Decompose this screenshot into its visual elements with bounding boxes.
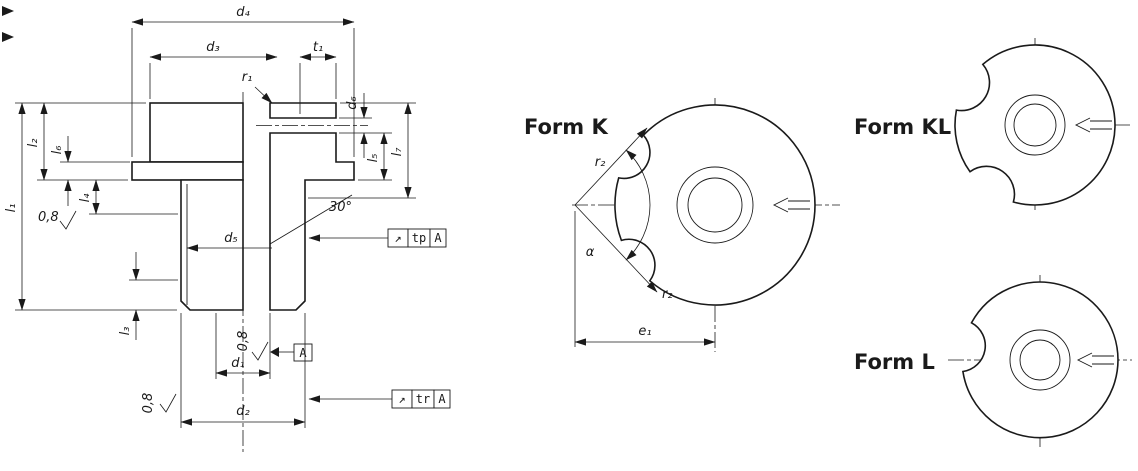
dim-label-r2-lower: r₂ (662, 287, 673, 302)
trim-mark-icon (2, 32, 14, 42)
roughness-check-icon (59, 210, 77, 230)
dim-label-l3: l₃ (118, 327, 133, 336)
direction-arrow-icon (1076, 352, 1114, 368)
section-view (131, 92, 368, 452)
r2-leader-lower (574, 204, 658, 293)
r2-leader-upper (574, 127, 648, 206)
collar-flange (131, 161, 244, 181)
dim-d4: d₄ (131, 5, 355, 157)
dim-label-e1: e₁ (638, 324, 651, 339)
surface-roughness-flange: 0,8 (38, 210, 77, 230)
fcf-tolerance: tp (412, 231, 426, 245)
dim-label-d3: d₃ (206, 40, 219, 55)
dim-d1: d₁ (215, 313, 271, 379)
dim-label-t1: t₁ (313, 40, 323, 55)
datum-label: A (299, 346, 307, 360)
trim-mark-icon (2, 6, 14, 16)
dim-label-l1: l₁ (4, 204, 19, 213)
dim-l4: l₄ (78, 179, 178, 215)
runout-symbol-icon: ↗ (398, 392, 405, 406)
knurled-head (149, 102, 244, 163)
center-hole (1013, 103, 1057, 147)
dim-l7: l₇ (308, 102, 416, 199)
view-title: Form K (524, 115, 608, 139)
surface-roughness-thread: 0,8 (141, 393, 177, 414)
dim-label-l5: l₅ (366, 154, 381, 163)
dim-angle-30: 30° (329, 200, 352, 215)
view-form-k: Form K r₂ r₂ α e₁ (524, 98, 840, 352)
datum-a-flag: A (270, 343, 313, 362)
section-cut-lower (269, 132, 355, 311)
direction-arrow-icon (1074, 117, 1112, 133)
dim-d2: d₂ (180, 313, 306, 428)
view-title: Form KL (854, 115, 951, 139)
dim-label-d2: d₂ (236, 404, 249, 419)
dim-l6: l₆ (50, 136, 130, 206)
fcf-tp: ↗ tp A (308, 228, 447, 248)
dim-label-r2-upper: r₂ (595, 155, 606, 170)
dim-l5: l₅ (358, 132, 392, 181)
view-form-kl: Form KL (854, 38, 1130, 212)
sheet-trim-marks (2, 6, 14, 42)
roughness-value: 0,8 (38, 210, 59, 225)
view-title: Form L (854, 350, 935, 374)
roughness-value: 0,8 (141, 393, 156, 414)
roughness-value: 0,8 (236, 331, 251, 352)
dim-label-l4: l₄ (78, 193, 93, 203)
alpha-angle-arc (625, 149, 651, 261)
dim-l1: l₁ (4, 102, 177, 311)
dim-t1: t₁ (299, 40, 337, 114)
dim-label-30deg: 30° (329, 200, 352, 215)
dim-label-alpha: α (586, 245, 595, 260)
surface-roughness-bore: 0,8 (236, 331, 269, 361)
roughness-check-icon (159, 393, 177, 413)
view-form-l: Form L (854, 275, 1132, 447)
dim-label-l2: l₂ (26, 139, 41, 148)
fcf-tr: ↗ tr A (308, 389, 451, 409)
section-cut-upper (269, 102, 337, 119)
dim-label-d5: d₅ (224, 231, 237, 246)
fcf-datum: A (434, 231, 442, 245)
fcf-datum: A (438, 392, 446, 406)
center-hole (1019, 339, 1061, 381)
dim-l3: l₃ (118, 252, 178, 340)
direction-arrow-icon (772, 197, 810, 213)
dim-l2: l₂ (26, 102, 128, 181)
dim-r1: r₁ (242, 70, 273, 104)
runout-symbol-icon: ↗ (394, 231, 401, 245)
dim-label-l7: l₇ (390, 147, 405, 157)
chamfer-construction-line (269, 194, 353, 245)
dim-d5: d₅ (186, 231, 272, 252)
center-hole (687, 177, 743, 233)
roughness-check-icon (251, 341, 269, 361)
dim-label-d4: d₄ (236, 5, 250, 20)
dim-label-r1: r₁ (242, 70, 253, 85)
datum-triangle-icon (270, 347, 279, 357)
dim-label-l6: l₆ (50, 146, 65, 155)
threaded-shank (180, 179, 244, 311)
dim-d3: d₃ (149, 40, 278, 99)
dim-label-d1: d₁ (231, 356, 244, 371)
fcf-tolerance: tr (416, 392, 430, 406)
